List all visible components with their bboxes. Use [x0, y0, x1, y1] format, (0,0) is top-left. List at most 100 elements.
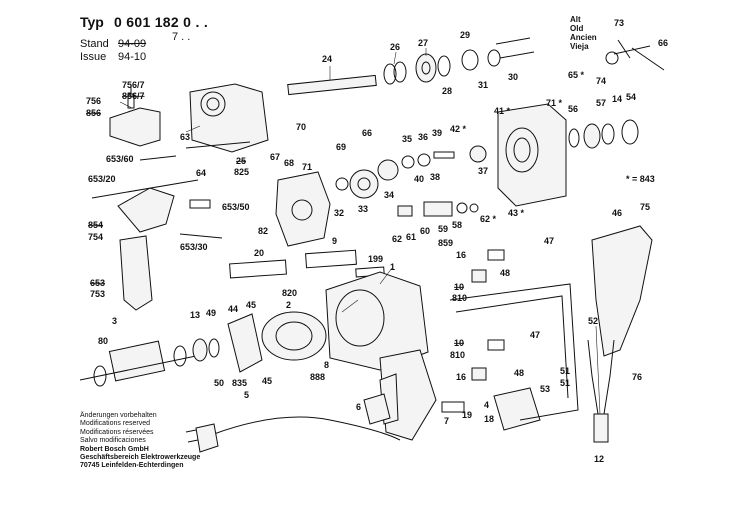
callout: 16 [456, 250, 466, 260]
old-selector-lever [605, 39, 665, 71]
flange-plate [275, 171, 331, 247]
callout: 810 [452, 293, 467, 303]
callout: 65 * [568, 70, 585, 80]
callout: 13 [190, 310, 200, 320]
motor-housing [325, 271, 437, 441]
callout: 24 [322, 54, 332, 64]
callout: 14 [612, 94, 622, 104]
callout: 856 [86, 108, 101, 118]
callout: 64 [196, 168, 206, 178]
callout: 75 [640, 202, 650, 212]
callout: 5 [244, 390, 249, 400]
armature [79, 340, 197, 387]
callout: 856/7 [122, 91, 145, 101]
callout: 82 [258, 226, 268, 236]
callout: 854 [88, 220, 103, 230]
callout: 20 [254, 248, 264, 258]
callout: 39 [432, 128, 442, 138]
typ-value: 0 601 182 0 . . [114, 14, 209, 30]
rating-plates [229, 249, 385, 279]
callout: 56 [568, 104, 578, 114]
callout: 44 [228, 304, 238, 314]
gearbox-housing-right [497, 103, 567, 207]
countershaft-gears [397, 201, 479, 217]
callout: 1 [390, 262, 395, 272]
callout: 835 [232, 378, 247, 388]
footer-line: Änderungen vorbehalten [80, 412, 157, 419]
callout: 47 [544, 236, 554, 246]
callout: 38 [430, 172, 440, 182]
callout: 41 * [494, 106, 511, 116]
typ-value-2: 7 . . [172, 31, 191, 43]
callout: 47 [530, 330, 540, 340]
stand-label: Stand [80, 38, 109, 50]
callout: 69 [336, 142, 346, 152]
bearings-armature [192, 338, 220, 362]
callout: 45 [246, 300, 256, 310]
callout: 48 [500, 268, 510, 278]
callout: 51 [560, 378, 570, 388]
callout: 52 [588, 316, 598, 326]
callout: 63 [180, 132, 190, 142]
callout: 26 [390, 42, 400, 52]
callout: 40 [414, 174, 424, 184]
callout: 888 [310, 372, 325, 382]
footer-company: Geschäftsbereich Elektrowerkzeuge [80, 454, 201, 462]
callout: 53 [540, 384, 550, 394]
stand-value: 94-09 [118, 38, 147, 50]
callout: 859 [438, 238, 453, 248]
side-handle [91, 179, 223, 311]
callout: 49 [206, 308, 216, 318]
callout: 68 [284, 158, 294, 168]
gear-housing-front [189, 83, 269, 153]
callout: 67 [270, 152, 280, 162]
callout: 9 [332, 236, 337, 246]
callout: 62 * [480, 214, 497, 224]
callout: 36 [418, 132, 428, 142]
callout: 810 [450, 350, 465, 360]
callout: 50 [214, 378, 224, 388]
callout: 76 [632, 372, 642, 382]
callout: 45 [262, 376, 272, 386]
callout: 10 [454, 338, 464, 348]
footer-line: Salvo modificaciones [80, 437, 146, 445]
callout: 66 [658, 38, 668, 48]
callout: 62 [392, 234, 402, 244]
wiring-harness [449, 249, 579, 421]
callout: 825 [234, 167, 249, 177]
callout: 54 [626, 92, 636, 102]
footer-line: Modifications réservées [80, 428, 154, 436]
callout: 19 [462, 410, 472, 420]
callout: 73 [614, 18, 624, 28]
drill-chuck [109, 86, 161, 147]
bearings-top-row [383, 49, 501, 85]
callout: 4 [484, 400, 489, 410]
legend-ancien: Ancien [570, 33, 597, 42]
bearings-right [568, 119, 639, 149]
callout: 10 [454, 282, 464, 292]
issue-value: 94-10 [118, 51, 147, 63]
callout: 18 [484, 414, 494, 424]
issue-label: Issue [80, 51, 107, 63]
pins-30 [495, 37, 535, 59]
callout: 653/50 [222, 202, 250, 212]
gear-cluster-middle [335, 145, 487, 199]
leader-lines [119, 48, 601, 415]
callout: 6 [356, 402, 361, 412]
callout: 8 [324, 360, 329, 370]
callout: 31 [478, 80, 488, 90]
callout-labels: 756 856 756/7 856/7 63 653/60 653/20 854… [86, 18, 668, 464]
callout: 7 [444, 416, 449, 426]
capacitor [587, 339, 615, 443]
callout: 27 [418, 38, 428, 48]
callout: 60 [420, 226, 430, 236]
callout: 30 [508, 72, 518, 82]
callout: 28 [442, 86, 452, 96]
footer-company: Robert Bosch GmbH [80, 445, 149, 453]
callout: 48 [514, 368, 524, 378]
callout: 653 [90, 278, 105, 288]
callout: 70 [296, 122, 306, 132]
callout: 653/60 [106, 154, 134, 164]
legend-vieja: Vieja [570, 42, 589, 51]
